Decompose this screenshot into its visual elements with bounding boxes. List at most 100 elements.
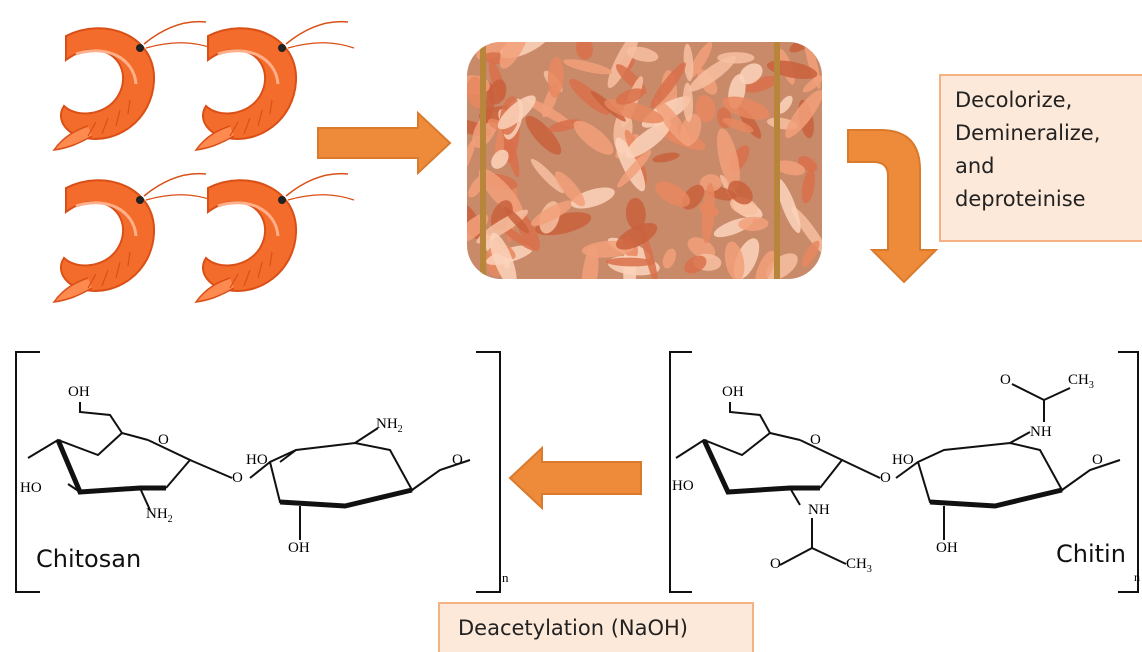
amide-label: NH [1030,424,1052,440]
process-step-box: Decolorize, Demineralize, and deproteini… [939,74,1142,242]
glycosidic-oxygen-label: O [452,452,463,468]
carbonyl-oxygen-label: O [770,556,781,572]
shrimp-shell-piece [573,120,614,155]
shrimp-shell-piece [654,99,692,147]
shrimp-shell-piece [785,90,822,138]
shrimp-shell-piece [604,99,664,124]
shrimp-shell-piece [801,169,816,204]
shrimp-shell-piece [683,43,694,82]
hydroxyl-label: HO [892,452,914,468]
shrimp-shell-piece [688,42,713,79]
methyl-label: CH3 [1068,372,1094,391]
shrimp-shell-piece [652,152,680,163]
chitosan-structure [15,351,501,593]
shrimp-shell-piece [625,122,671,158]
shrimp-shell-piece [575,42,593,60]
shrimp-shell-piece [802,75,822,93]
shrimp-shell-piece [722,117,754,133]
ring-oxygen-label: O [810,432,821,448]
shrimp-shell-piece [699,174,722,192]
shrimp-shell-piece [607,42,639,89]
shrimp-shell-piece [615,137,646,192]
shrimp-shell-piece [755,250,776,279]
shrimp-shell-piece [687,237,716,259]
shrimp-shell-piece [739,63,763,85]
methyl-label: CH3 [846,556,872,575]
repeat-unit-label: n [1134,570,1140,584]
shrimp-shell-piece [491,149,509,169]
shrimp-shell-piece [615,222,658,250]
hydroxyl-label: HO [672,478,694,494]
shrimp-shell-piece [625,197,646,230]
shrimp-shell-piece [497,95,536,130]
hydroxyl-label: OH [288,540,310,556]
shrimp-shells-photo [467,42,822,279]
shrimp-shell-piece [548,119,582,132]
shrimp-shell-piece [684,255,707,274]
bracket-left [669,351,692,593]
raw-shrimp-group [52,20,356,304]
hydroxyl-label: OH [936,540,958,556]
shrimp-shell-piece [617,150,652,188]
shrimp-shell-piece [499,42,530,69]
amine-label: NH2 [376,416,403,435]
bracket-left [15,351,40,593]
bracket-right [1118,351,1139,593]
glycosidic-oxygen-label: O [880,470,891,486]
amide-label: NH [808,502,830,518]
shrimp-shell-piece [478,168,524,218]
shrimp-image-3 [52,172,214,304]
repeat-unit-label: n [502,570,509,585]
shrimp-shell-piece [765,253,798,279]
shrimp-shell-piece [695,94,716,123]
glycosidic-oxygen-label: O [232,470,243,486]
hydroxyl-label: HO [20,480,42,496]
arrow-left-icon [508,445,642,511]
shrimp-shell-piece [547,56,564,98]
hydroxyl-label: HO [246,452,268,468]
shrimp-shell-piece [605,257,655,267]
shrimp-shell-piece [738,216,769,232]
shrimp-shell-piece [525,115,562,155]
shrimp-shell-piece [777,95,793,114]
arrow-bent-down-icon [847,129,939,284]
shrimp-shell-piece [662,248,677,269]
hydroxyl-label: OH [722,384,744,400]
shrimp-shell-piece [489,232,517,279]
shrimp-shell-piece [728,180,753,205]
shrimp-shell-piece [467,138,476,177]
amine-label: NH2 [146,506,173,525]
shrimp-shell-piece [569,78,610,115]
shrimp-shell-piece [701,183,715,244]
shrimp-shell-piece [716,128,740,189]
shrimp-shell-piece [722,96,770,120]
shrimp-shell-piece [650,62,686,109]
shrimp-shell-piece [531,200,574,227]
carbonyl-oxygen-label: O [1000,372,1011,388]
shrimp-shell-piece [682,82,694,123]
shrimp-shell-piece [724,241,745,279]
shrimp-shell-piece [655,181,691,207]
bracket-right [476,351,501,593]
chitin-name: Chitin [1056,540,1126,568]
shrimp-shell-piece [801,240,820,267]
reagent-label-box: Deacetylation (NaOH) [438,602,754,652]
shrimp-shell-piece [530,158,565,194]
shrimp-shell-piece [744,75,779,93]
chitin-structure [669,351,1139,593]
shrimp-shell-piece [554,171,585,207]
arrow-right-icon [317,110,452,176]
shrimp-image-4 [194,172,356,304]
shrimp-image-1 [52,20,214,152]
chitosan-name: Chitosan [36,545,142,573]
shrimp-shell-piece [504,206,530,234]
shrimp-shell-piece [581,245,599,279]
shrimp-shell-piece [563,59,613,75]
shrimp-shell-piece [688,55,737,92]
shrimp-shell-piece [776,178,801,233]
ring-oxygen-label: O [158,432,169,448]
shrimp-shell-piece [615,88,645,105]
glycosidic-oxygen-label: O [1092,452,1103,468]
shrimp-shell-piece [774,160,806,176]
